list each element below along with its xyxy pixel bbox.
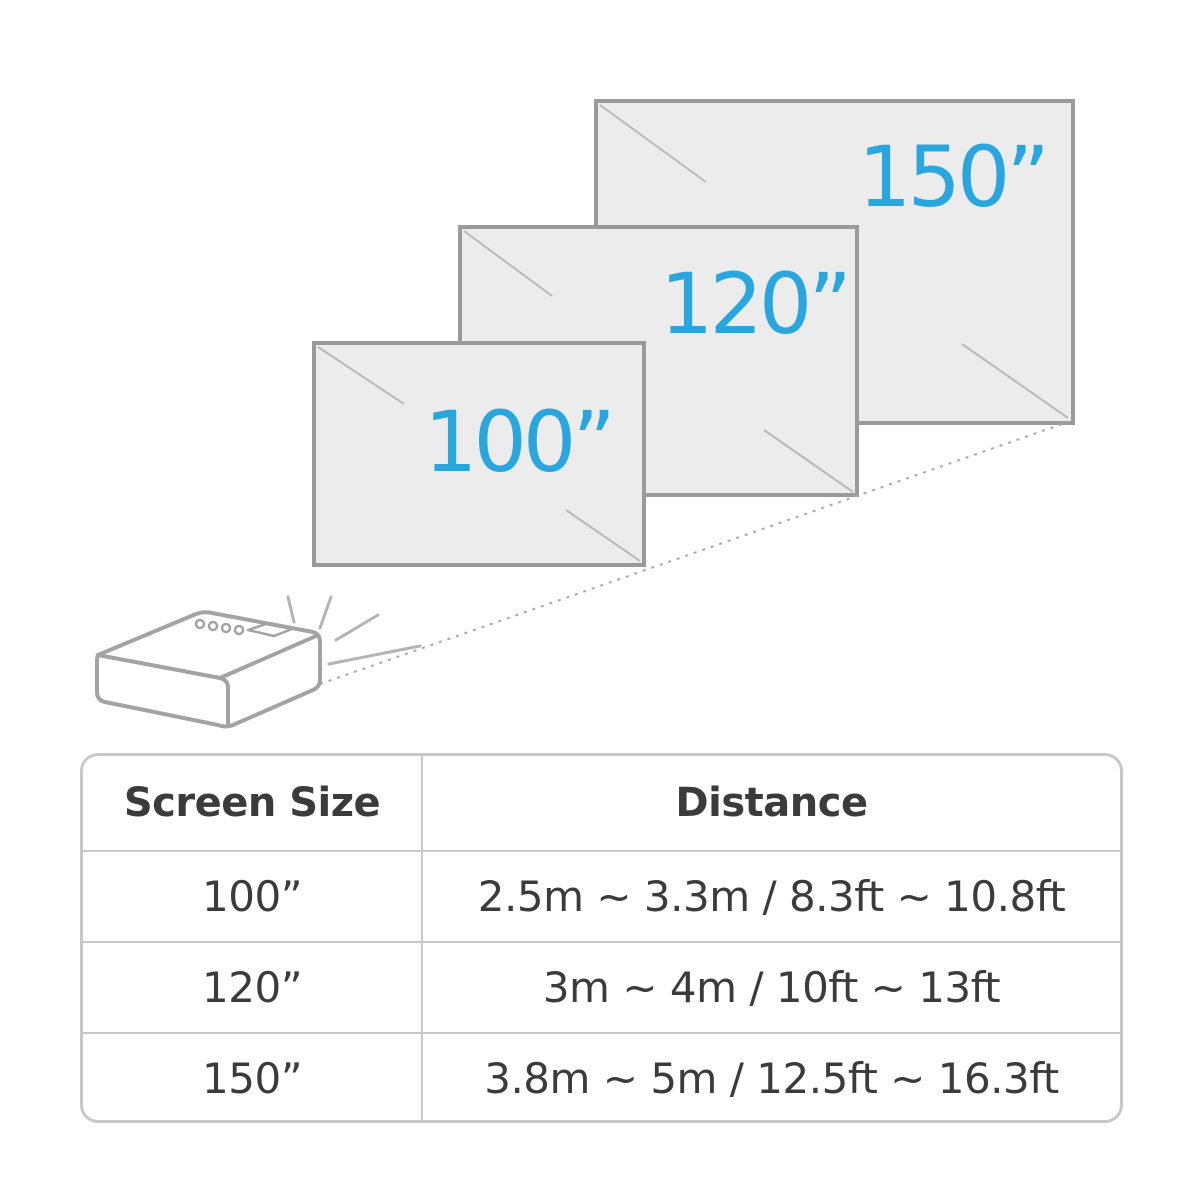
screen-100-label: 100” — [424, 393, 612, 491]
screen-size-cell: 150” — [83, 1034, 423, 1120]
screen-150-label: 150” — [858, 128, 1046, 226]
screen-size-cell: 100” — [83, 852, 423, 941]
screen-100: 100” — [312, 341, 646, 567]
projector-icon — [95, 610, 322, 729]
projection-illustration: 150” 120” 100” — [95, 99, 1075, 729]
distance-cell: 3.8m ~ 5m / 12.5ft ~ 16.3ft — [484, 1054, 1059, 1103]
table-row: 100” 2.5m ~ 3.3m / 8.3ft ~ 10.8ft — [83, 850, 1120, 941]
table-row: 150” 3.8m ~ 5m / 12.5ft ~ 16.3ft — [83, 1032, 1120, 1120]
light-rays — [286, 595, 422, 666]
table-header-row: Screen Size Distance — [83, 756, 1120, 850]
projection-line — [319, 421, 1069, 685]
header-distance: Distance — [675, 780, 868, 826]
throw-distance-table: Screen Size Distance 100” 2.5m ~ 3.3m / … — [80, 753, 1123, 1123]
distance-cell: 3m ~ 4m / 10ft ~ 13ft — [542, 963, 1001, 1012]
table-row: 120” 3m ~ 4m / 10ft ~ 13ft — [83, 941, 1120, 1032]
header-screen-size: Screen Size — [83, 756, 423, 850]
distance-cell: 2.5m ~ 3.3m / 8.3ft ~ 10.8ft — [477, 872, 1066, 921]
screen-120-label: 120” — [660, 255, 848, 353]
screen-size-cell: 120” — [83, 943, 423, 1032]
